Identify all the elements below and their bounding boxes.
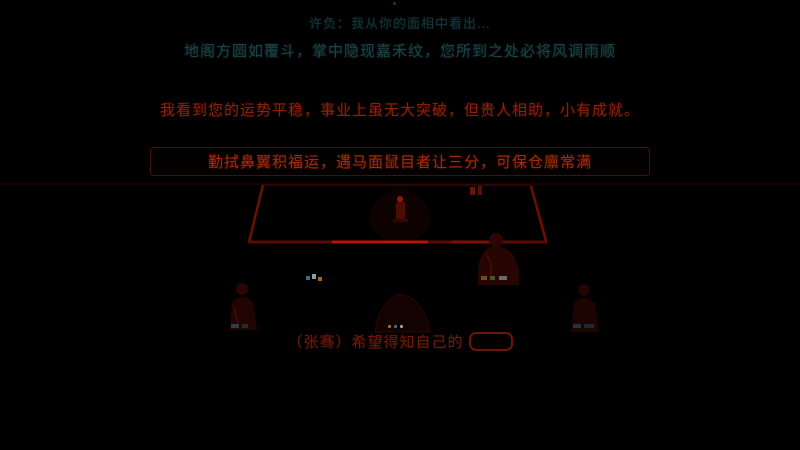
table-left-edge [247,184,265,243]
stat-label-seated [481,276,507,280]
villager-right-figure [571,284,599,332]
status-label-left [231,324,248,328]
wish-blank-box[interactable] [468,331,513,351]
fortune-table [247,184,548,244]
advice-box: 勤拭鼻翼积福运，遇马面鼠目者让三分，可保仓廪常满 [150,147,650,176]
wish-text: （张骞）希望得知自己的 [287,332,464,351]
talisman-mark [470,186,482,195]
fortune-line: 我看到您的运势平稳，事业上虽无大突破，但贵人相助，小有成就。 [159,101,640,119]
player-back-figure [374,293,431,333]
table-right-edge [529,185,548,242]
seated-elder-figure [477,233,520,285]
fortune-scene [0,183,800,333]
player-wish-line: （张骞）希望得知自己的 [0,330,800,352]
npc-intro-line: 许负：我从你的面相中看出… [308,17,491,32]
decorative-dot [393,2,396,5]
advice-text: 勤拭鼻翼积福运，遇马面鼠目者让三分，可保仓廪常满 [207,153,592,171]
small-sprite [306,274,322,281]
sparkle-indicator [388,325,403,328]
physiognomy-line: 地阁方圆如覆斗，掌中隐现嘉禾纹，您所到之处必将风调雨顺 [183,42,616,60]
villager-left-figure [230,283,257,330]
incense-glow [397,196,403,202]
status-label-right [573,324,594,328]
censer-icon [393,196,408,222]
